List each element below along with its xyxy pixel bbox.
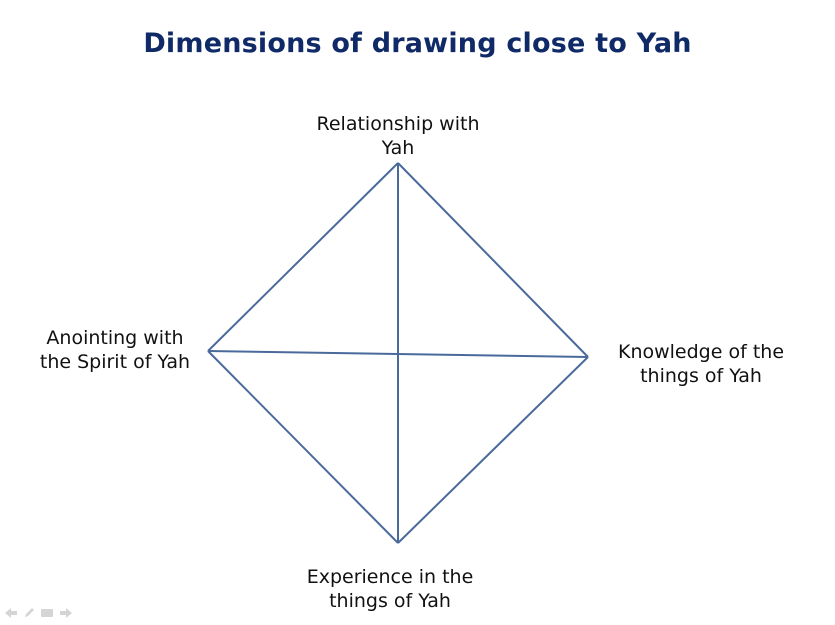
prev-arrow-icon[interactable] bbox=[4, 607, 18, 619]
node-label-left-line1: Anointing with bbox=[46, 327, 184, 349]
node-label-right-line1: Knowledge of the bbox=[617, 341, 785, 363]
node-label-left: Anointing with the Spirit of Yah bbox=[5, 326, 225, 374]
slide-title: Dimensions of drawing close to Yah bbox=[143, 28, 692, 59]
edge-bottom-left bbox=[207, 350, 399, 544]
menu-icon[interactable] bbox=[40, 607, 54, 619]
node-label-bottom-line2: things of Yah bbox=[329, 590, 451, 612]
next-arrow-icon[interactable] bbox=[59, 607, 73, 619]
node-label-bottom: Experience in the things of Yah bbox=[275, 565, 505, 613]
pen-icon[interactable] bbox=[23, 607, 35, 619]
edge-left-top bbox=[207, 162, 399, 352]
edge-right-bottom bbox=[397, 356, 589, 544]
node-label-right-line2: things of Yah bbox=[640, 365, 762, 387]
node-label-left-line2: the Spirit of Yah bbox=[39, 351, 191, 373]
axis-horizontal bbox=[207, 350, 589, 358]
node-label-top: Relationship with Yah bbox=[283, 112, 513, 160]
slide-nav-toolbar bbox=[4, 606, 73, 620]
node-label-top-line2: Yah bbox=[381, 137, 415, 159]
node-label-bottom-line1: Experience in the bbox=[306, 566, 474, 588]
node-label-top-line1: Relationship with bbox=[316, 113, 480, 135]
edge-top-right bbox=[397, 162, 589, 358]
node-label-right: Knowledge of the things of Yah bbox=[592, 340, 810, 388]
